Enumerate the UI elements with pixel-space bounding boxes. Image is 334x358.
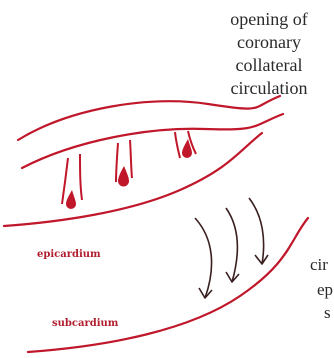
vessel-lower-wall: [22, 114, 283, 168]
epicardium-line: [4, 133, 262, 226]
blood-drop-1: [66, 190, 76, 209]
caption-line-4: circulation: [210, 77, 328, 100]
caption-line-1: opening of: [210, 8, 328, 31]
caption-line-2: coronary: [210, 31, 328, 54]
vessel-upper-wall: [18, 96, 280, 140]
blood-drop-2: [118, 166, 129, 187]
subcardium-label: subcardium: [52, 318, 119, 329]
cutoff-text-line-3: s: [324, 303, 331, 322]
flow-arrow-3: [249, 198, 268, 264]
cutoff-text-line-1: cir: [310, 255, 328, 274]
epicardium-label: epicardium: [37, 249, 101, 260]
flow-arrow-2: [226, 208, 239, 282]
flow-arrow-1: [195, 218, 212, 298]
caption: opening of coronary collateral circulati…: [210, 8, 328, 100]
subcardium-line: [28, 218, 308, 352]
cutoff-text-line-2: ep: [317, 280, 333, 299]
caption-line-3: collateral: [210, 54, 328, 77]
